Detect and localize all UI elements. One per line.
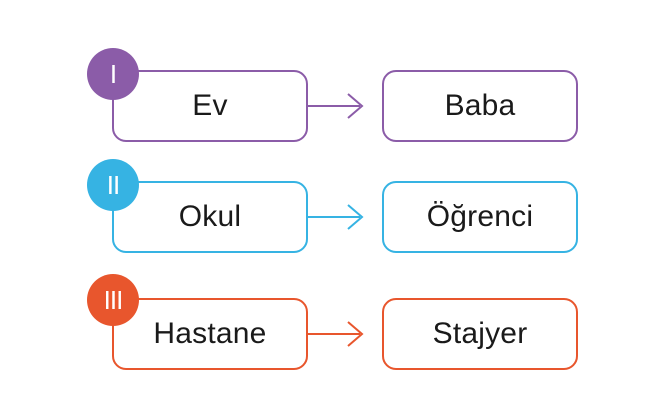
to-box-1: Baba bbox=[382, 70, 578, 142]
to-label-3: Stajyer bbox=[432, 317, 528, 350]
from-label-3: Hastane bbox=[153, 317, 267, 350]
pair-row-2: Okul Öğrenci II bbox=[0, 159, 658, 269]
from-box-1: Ev bbox=[112, 70, 308, 142]
to-label-2: Öğrenci bbox=[426, 200, 534, 233]
numeral-badge-1: I bbox=[87, 48, 139, 100]
pair-row-1: Ev Baba I bbox=[0, 48, 658, 158]
from-box-3: Hastane bbox=[112, 298, 308, 370]
pair-row-3: Hastane Stajyer III bbox=[0, 274, 658, 384]
to-box-2: Öğrenci bbox=[382, 181, 578, 253]
numeral-badge-3: III bbox=[87, 274, 139, 326]
to-label-1: Baba bbox=[444, 89, 516, 122]
from-label-2: Okul bbox=[178, 200, 242, 233]
from-box-2: Okul bbox=[112, 181, 308, 253]
to-box-3: Stajyer bbox=[382, 298, 578, 370]
from-label-1: Ev bbox=[192, 89, 228, 122]
numeral-label-1: I bbox=[109, 58, 117, 89]
arrow-right-icon-2 bbox=[308, 204, 364, 230]
numeral-badge-2: II bbox=[87, 159, 139, 211]
numeral-label-3: III bbox=[103, 284, 124, 315]
arrow-right-icon-1 bbox=[308, 93, 364, 119]
arrow-right-icon-3 bbox=[308, 321, 364, 347]
numeral-label-2: II bbox=[106, 169, 120, 200]
